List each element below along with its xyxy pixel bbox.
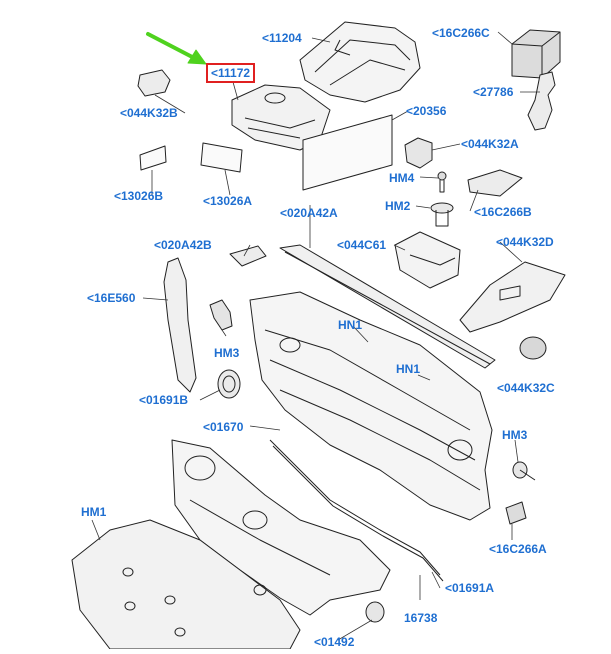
label-HM2[interactable]: HM2 <box>385 199 411 213</box>
label-020A42B[interactable]: <020A42B <box>154 238 212 252</box>
label-20356[interactable]: <20356 <box>406 104 447 118</box>
part-HM3-clip-top[interactable] <box>209 299 233 331</box>
label-01691B[interactable]: <01691B <box>139 393 189 407</box>
label-16C266B[interactable]: <16C266B <box>474 205 532 219</box>
part-020A42B-bracket[interactable] <box>229 245 267 267</box>
part-13026A-pad[interactable] <box>200 142 243 173</box>
label-044K32B[interactable]: <044K32B <box>120 106 178 120</box>
label-HM3-b[interactable]: HM3 <box>502 428 528 442</box>
label-16E560[interactable]: <16E560 <box>87 291 136 305</box>
label-HM4[interactable]: HM4 <box>389 171 415 185</box>
label-HM1[interactable]: HM1 <box>81 505 107 519</box>
label-HN1-a[interactable]: HN1 <box>338 318 363 332</box>
leader-lines <box>91 31 540 641</box>
part-27786-bracket[interactable] <box>527 71 556 131</box>
part-13026B-pad[interactable] <box>139 145 167 171</box>
label-01670[interactable]: <01670 <box>203 420 244 434</box>
part-HM4-fastener[interactable] <box>437 171 447 193</box>
label-020A42A[interactable]: <020A42A <box>280 206 338 220</box>
pointer-arrow <box>146 32 207 65</box>
label-HN1-b[interactable]: HN1 <box>396 362 421 376</box>
label-044K32A[interactable]: <044K32A <box>461 137 519 151</box>
part-20356-pad[interactable] <box>302 114 393 191</box>
label-13026B[interactable]: <13026B <box>114 189 164 203</box>
label-01691A[interactable]: <01691A <box>445 581 495 595</box>
label-27786[interactable]: <27786 <box>473 85 514 99</box>
part-16E560-seal[interactable] <box>163 257 197 393</box>
label-11172-highlighted[interactable]: <11172 <box>206 63 256 83</box>
label-16C266C[interactable]: <16C266C <box>432 26 490 40</box>
part-044K32A-bracket[interactable] <box>404 137 433 169</box>
part-HM1-insulator[interactable] <box>71 519 301 650</box>
part-044C61-bracket[interactable] <box>394 231 461 289</box>
label-044C61[interactable]: <044C61 <box>337 238 387 252</box>
part-16C266B-pad[interactable] <box>467 169 523 197</box>
label-01492[interactable]: <01492 <box>314 635 355 649</box>
part-16C266C-block[interactable] <box>511 29 561 79</box>
part-11204-insulator[interactable] <box>299 21 421 103</box>
label-16C266A[interactable]: <16C266A <box>489 542 547 556</box>
label-11204[interactable]: <11204 <box>262 31 302 45</box>
part-01691B-grommet[interactable] <box>217 369 241 399</box>
label-044K32C[interactable]: <044K32C <box>497 381 555 395</box>
label-HM3-a[interactable]: HM3 <box>214 346 240 360</box>
part-044K32B-pad[interactable] <box>137 69 171 97</box>
part-044K32C-pad[interactable] <box>519 336 547 360</box>
part-01670-dash-panel[interactable] <box>249 291 493 521</box>
part-01492-grommet[interactable] <box>365 601 385 623</box>
label-044K32D[interactable]: <044K32D <box>496 235 554 249</box>
part-16738-strip[interactable] <box>269 439 444 582</box>
part-16C266A-pad[interactable] <box>505 501 527 525</box>
part-HM3-clip-right[interactable] <box>512 461 536 481</box>
label-16738[interactable]: 16738 <box>404 611 438 625</box>
part-020A42A-seal[interactable] <box>279 244 496 369</box>
label-13026A[interactable]: <13026A <box>203 194 253 208</box>
part-044K32D-insulator[interactable] <box>459 261 566 333</box>
part-HM2-fastener[interactable] <box>430 202 454 227</box>
